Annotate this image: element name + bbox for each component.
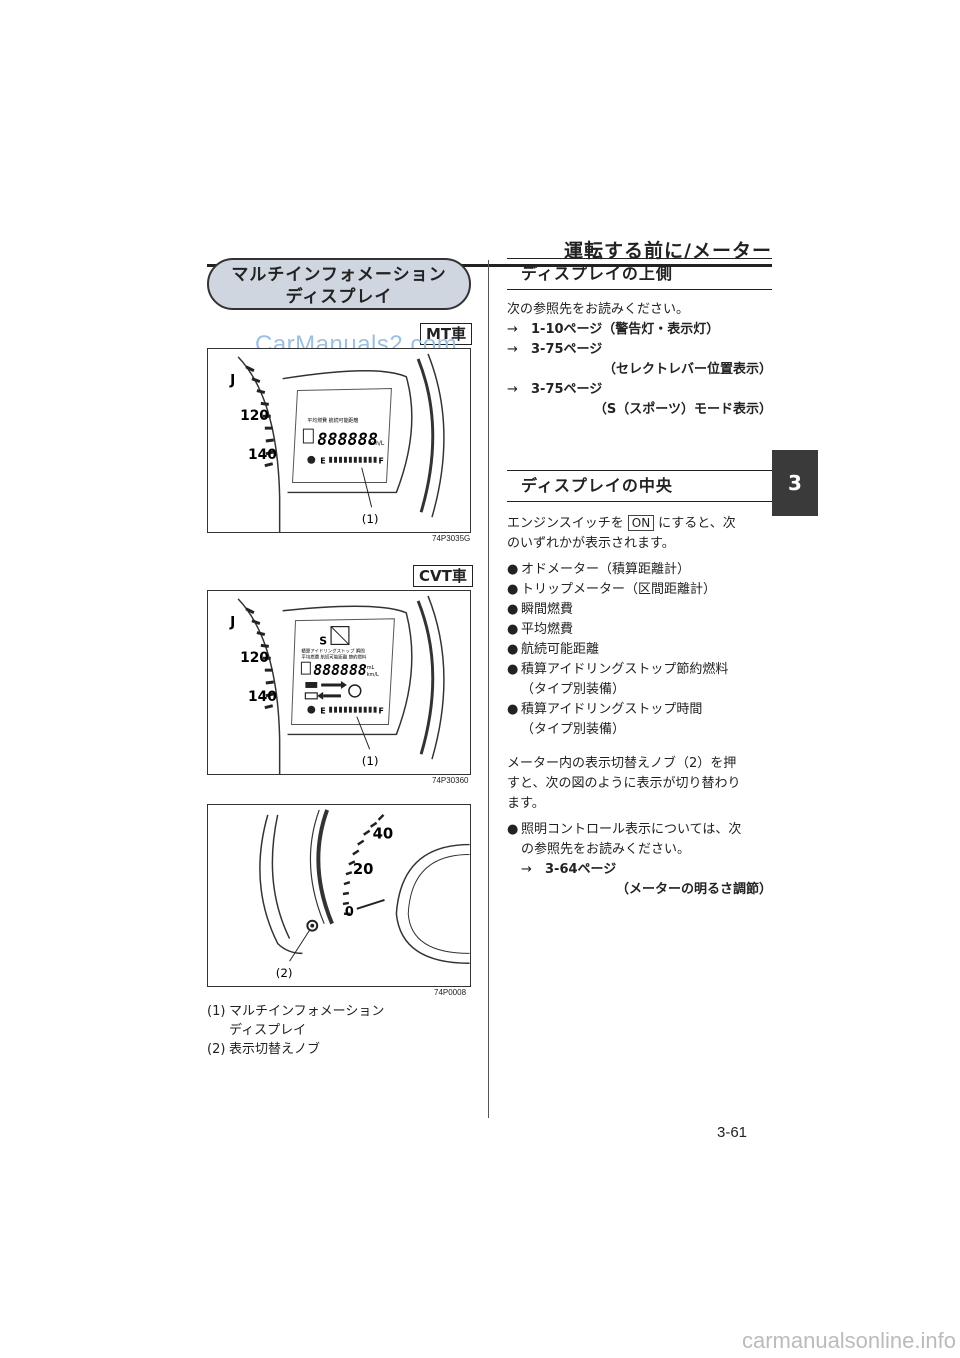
callout-2: (2) xyxy=(276,966,293,980)
speed-120: 120 xyxy=(240,408,269,424)
section-title-line1: マルチインフォメーション xyxy=(231,265,447,285)
speed-ticks xyxy=(245,365,275,468)
list-item-note: （タイプ別装備） xyxy=(521,682,626,697)
engine-icon xyxy=(305,682,318,688)
list-item: ●瞬間燃費 xyxy=(507,602,574,617)
display-bezel xyxy=(282,370,413,494)
fuel-pump-icon xyxy=(307,455,316,464)
note-item: ●照明コントロール表示については、次 xyxy=(507,822,742,837)
reference-subtitle: （S（スポーツ）モード表示） xyxy=(593,402,772,417)
list-item: ●オドメーター（積算距離計） xyxy=(507,562,691,577)
section-heading-upper: ディスプレイの上側 xyxy=(507,258,772,290)
upper-section-body: 次の参照先をお読みください。 →1-10ページ（警告灯・表示灯） →3-75ペー… xyxy=(507,300,772,420)
svg-text:km/L: km/L xyxy=(367,672,379,678)
svg-text:積算アイドリングストップ 瞬間: 積算アイドリングストップ 瞬間 xyxy=(301,647,365,654)
svg-text:F: F xyxy=(379,457,384,466)
display-label-row: 平均燃費 航続可能距離 xyxy=(307,417,358,424)
display-screen xyxy=(291,388,392,484)
section-title-line2: ディスプレイ xyxy=(285,287,393,307)
svg-text:E: E xyxy=(320,457,325,466)
speed-40: 40 xyxy=(373,826,394,843)
knob-drawing: 0 20 40 (2) xyxy=(259,809,470,980)
cvt-meter-drawing: J 120 140 S 積算アイドリングストップ 瞬間 平均燃費 航続可能距離 … xyxy=(229,595,445,774)
mt-meter-illustration: J 120 140 平均燃費 航続可能距離 888888 km/L E F (1… xyxy=(207,348,471,533)
intro-line-2: のいずれかが表示されます。 xyxy=(507,536,675,551)
speed-0: 0 xyxy=(345,905,354,920)
section-heading-center: ディスプレイの中央 xyxy=(507,470,772,502)
legend-item: (2) 表示切替えノブ xyxy=(207,1042,321,1057)
meter-frame xyxy=(416,358,435,513)
paragraph-line: すと、次の図のように表示が切り替わり xyxy=(507,776,741,791)
svg-text:E: E xyxy=(320,707,325,716)
mt-vehicle-tag: MT車 xyxy=(420,323,473,345)
fuel-gauge-bars xyxy=(329,456,377,463)
list-item: ●積算アイドリングストップ時間 xyxy=(507,702,703,717)
display-unit: km/L xyxy=(370,440,385,447)
svg-text:平均燃費 航続可能距離 節約燃料: 平均燃費 航続可能距離 節約燃料 xyxy=(301,653,367,660)
list-item: ●トリップメーター（区間距離計） xyxy=(507,582,717,597)
figure-code: 74P3035G xyxy=(432,534,471,543)
gear-position-icon xyxy=(330,626,350,646)
chapter-tab[interactable]: 3 xyxy=(772,450,818,516)
reference-link[interactable]: →1-10ページ（警告灯・表示灯） xyxy=(507,322,720,337)
speed-140: 140 xyxy=(248,447,277,463)
display-digits: 888888 xyxy=(317,429,378,449)
cvt-vehicle-tag: CVT車 xyxy=(413,565,473,587)
on-key-label: ON xyxy=(627,515,655,531)
reference-subtitle: （セレクトレバー位置表示） xyxy=(602,362,772,377)
reference-link[interactable]: →3-75ページ xyxy=(507,342,603,357)
callout-1: (1) xyxy=(362,754,379,768)
page-header-title: 運転する前に/メーター xyxy=(564,240,772,262)
callout-line xyxy=(361,467,373,508)
mt-meter-drawing: J 120 140 平均燃費 航続可能距離 888888 km/L E F (1… xyxy=(229,353,445,532)
reference-link[interactable]: →3-64ページ xyxy=(521,862,617,877)
wheel-icon xyxy=(348,684,362,698)
paragraph-line: ます。 xyxy=(507,796,545,811)
svg-text:J: J xyxy=(229,373,235,389)
figure-code: 74P0008 xyxy=(434,988,467,997)
note-line: の参照先をお読みください。 xyxy=(521,842,691,857)
svg-text:F: F xyxy=(379,707,384,716)
page-number: 3-61 xyxy=(717,1124,748,1141)
legend-item: (1) マルチインフォメーション ディスプレイ xyxy=(207,1004,385,1038)
sport-mode-indicator: S xyxy=(319,634,327,647)
callout-1: (1) xyxy=(362,512,379,526)
gauge-outline xyxy=(237,356,281,532)
svg-text:J: J xyxy=(229,615,235,631)
figure-code: 74P30360 xyxy=(432,776,469,785)
list-item: ●航続可能距離 xyxy=(507,642,600,657)
svg-text:mL: mL xyxy=(367,665,375,671)
reference-link[interactable]: →3-75ページ xyxy=(507,382,603,397)
paragraph-line: メーター内の表示切替えノブ（2）を押 xyxy=(507,756,737,771)
list-item: ●平均燃費 xyxy=(507,622,574,637)
svg-text:120: 120 xyxy=(240,650,269,666)
header-rule xyxy=(207,264,772,267)
display-switch-knob-icon xyxy=(306,919,319,932)
svg-text:140: 140 xyxy=(248,689,277,705)
speed-20: 20 xyxy=(353,861,374,878)
intro-text: 次の参照先をお読みください。 xyxy=(507,302,690,317)
list-item: ●積算アイドリングストップ節約燃料 xyxy=(507,662,729,677)
figure-legend: (1) マルチインフォメーション ディスプレイ (2) 表示切替えノブ xyxy=(207,1002,384,1059)
svg-text:888888: 888888 xyxy=(313,662,367,679)
footer-watermark: carmanualsonline.info xyxy=(741,1328,956,1353)
column-divider xyxy=(488,260,489,1118)
display-knob-illustration: 0 20 40 (2) xyxy=(207,804,471,987)
gauge-needle xyxy=(356,899,385,910)
battery-icon xyxy=(304,692,318,700)
fuel-pump-icon xyxy=(307,705,316,714)
reference-subtitle: （メーターの明るさ調節） xyxy=(615,882,772,897)
list-item-note: （タイプ別装備） xyxy=(521,722,626,737)
cvt-meter-illustration: J 120 140 S 積算アイドリングストップ 瞬間 平均燃費 航続可能距離 … xyxy=(207,590,471,775)
section-title-pill: マルチインフォメーション ディスプレイ xyxy=(207,258,471,310)
